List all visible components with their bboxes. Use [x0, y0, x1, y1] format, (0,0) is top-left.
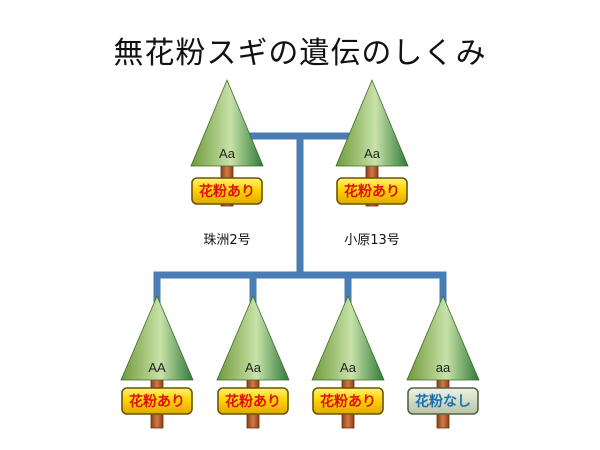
- pollen-status-label: 花粉あり: [129, 393, 185, 410]
- pollen-badge: [121, 387, 193, 415]
- tree-canopy-icon: [216, 294, 290, 381]
- pollen-badge: [191, 177, 263, 205]
- genotype-label: Aa: [364, 146, 381, 161]
- pollen-status-label: 花粉なし: [415, 393, 471, 410]
- tree-canopy-icon: [190, 78, 264, 167]
- pollen-badge: [217, 387, 289, 415]
- genotype-label: Aa: [219, 146, 236, 161]
- tree: Aa 花粉あり: [216, 294, 290, 429]
- pollen-badge: [336, 177, 408, 205]
- pollen-status-label: 花粉あり: [344, 183, 400, 200]
- pollen-status-label: 花粉あり: [199, 183, 255, 200]
- tree-canopy-icon: [335, 78, 409, 167]
- pollen-status-label: 花粉あり: [225, 393, 281, 410]
- tree-canopy-icon: [406, 294, 480, 381]
- genotype-label: Aa: [245, 360, 262, 375]
- tree: AA 花粉あり: [120, 294, 194, 429]
- genotype-label: AA: [148, 360, 166, 375]
- pollen-badge: [312, 387, 384, 415]
- tree: Aa 花粉あり: [311, 294, 385, 429]
- cultivar-name: 珠洲2号: [203, 233, 250, 248]
- no-pollen-badge: [407, 387, 479, 415]
- tree-canopy-icon: [311, 294, 385, 381]
- genotype-label: Aa: [340, 360, 357, 375]
- page-title: 無花粉スギの遺伝のしくみ: [113, 36, 487, 71]
- tree: aa 花粉なし: [406, 294, 480, 429]
- cultivar-name: 小原13号: [344, 233, 400, 248]
- pollen-status-label: 花粉あり: [320, 393, 376, 410]
- tree-group: Aa花粉あり珠洲2号Aa花粉あり小原13号AA花粉ありAa花粉ありAa花粉ありa…: [120, 78, 480, 429]
- tree-canopy-icon: [120, 294, 194, 381]
- genotype-label: aa: [436, 360, 451, 375]
